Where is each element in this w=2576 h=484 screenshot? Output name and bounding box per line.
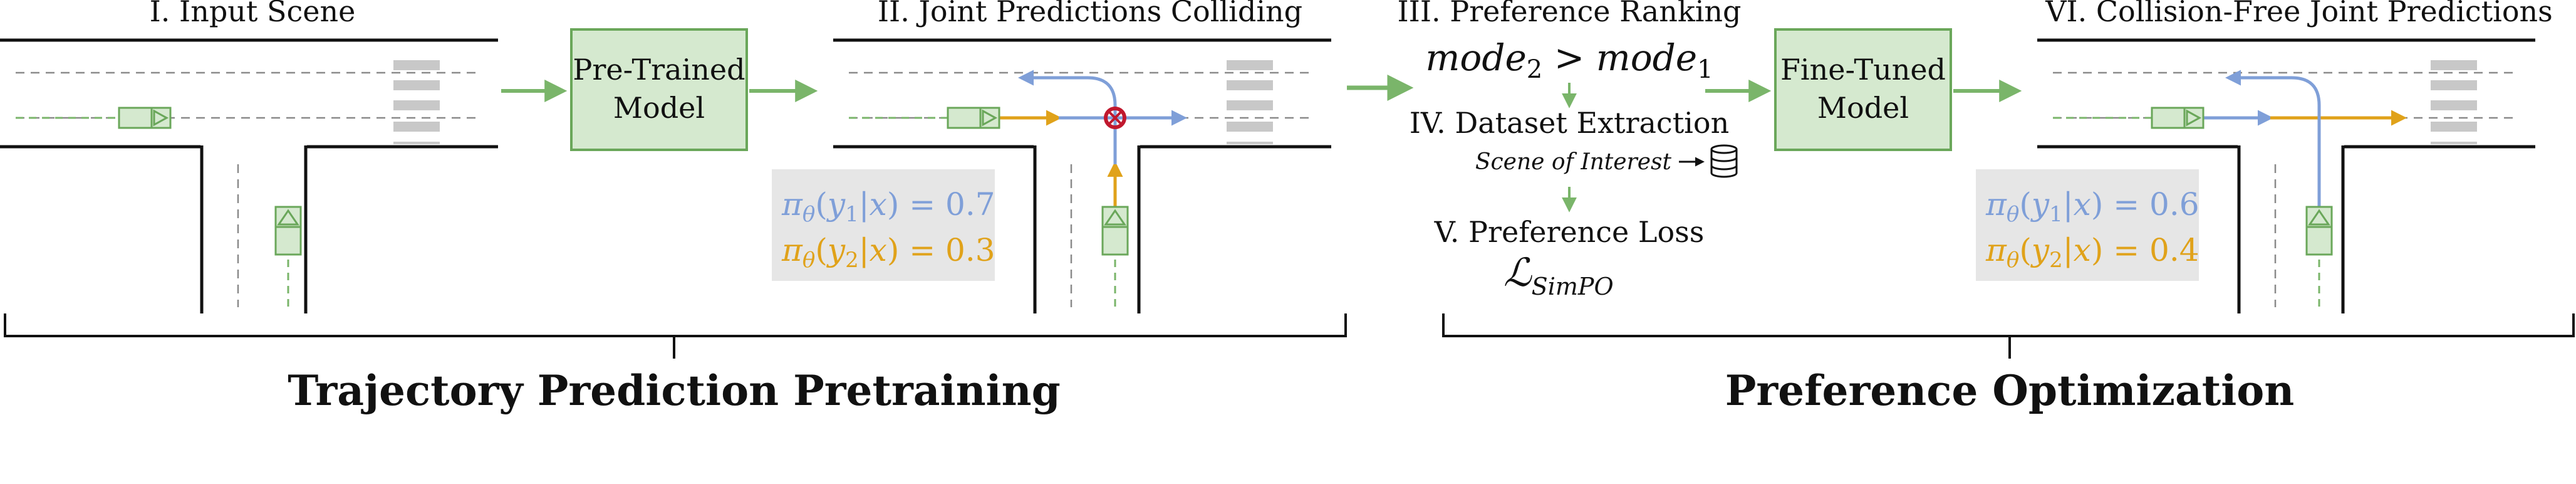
preference-ranking-formula: mode2 > mode1 bbox=[1425, 36, 1713, 84]
agent-car-vertical bbox=[274, 206, 302, 256]
probability-box bbox=[772, 169, 995, 281]
panel-title-joint-colliding: II. Joint Predictions Colliding bbox=[878, 0, 1302, 28]
section-label-pretraining: Trajectory Prediction Pretraining bbox=[288, 366, 1061, 415]
finetuned-model-label-line2: Model bbox=[1817, 91, 1909, 125]
scene-of-interest-label: Scene of Interest bbox=[1475, 149, 1672, 175]
input-scene bbox=[0, 40, 498, 313]
panel-title-preference-loss: V. Preference Loss bbox=[1434, 215, 1705, 249]
pretraining-bracket bbox=[4, 313, 1347, 359]
blue-trajectory bbox=[1018, 70, 1117, 164]
probability-y2-colliding: πθ(y2|x) = 0.3 bbox=[781, 232, 995, 273]
collision-marker bbox=[1104, 107, 1126, 129]
probability-y1-collision-free: πθ(y1|x) = 0.6 bbox=[1985, 186, 2199, 227]
probability-y1-colliding: πθ(y1|x) = 0.7 bbox=[781, 186, 995, 227]
panel-title-input-scene: I. Input Scene bbox=[150, 0, 356, 28]
pretrained-model-label-line1: Pre-Trained bbox=[573, 53, 745, 87]
preference-bracket bbox=[1442, 313, 2575, 359]
finetuned-model-label-line1: Fine-Tuned bbox=[1780, 53, 1946, 87]
probability-box bbox=[1976, 169, 2199, 281]
simpo-loss-formula: ℒSimPO bbox=[1504, 250, 1614, 300]
joint-predictions-colliding-scene bbox=[772, 40, 1331, 313]
finetuned-model-box: Fine-Tuned Model bbox=[1774, 28, 1952, 151]
probability-y2-collision-free: πθ(y2|x) = 0.4 bbox=[1985, 232, 2199, 273]
collision-free-scene bbox=[1976, 40, 2535, 313]
pretrained-model-box: Pre-Trained Model bbox=[570, 28, 748, 151]
agent-car-horizontal bbox=[118, 107, 172, 129]
blue-trajectory bbox=[2225, 70, 2321, 207]
panel-title-preference-ranking: III. Preference Ranking bbox=[1397, 0, 1741, 28]
database-icon bbox=[1710, 144, 1738, 178]
panel-title-collision-free: VI. Collision-Free Joint Predictions bbox=[2045, 0, 2553, 28]
section-label-preference: Preference Optimization bbox=[1725, 366, 2295, 415]
pretrained-model-label-line2: Model bbox=[613, 91, 705, 125]
panel-title-dataset-extraction: IV. Dataset Extraction bbox=[1410, 106, 1729, 140]
